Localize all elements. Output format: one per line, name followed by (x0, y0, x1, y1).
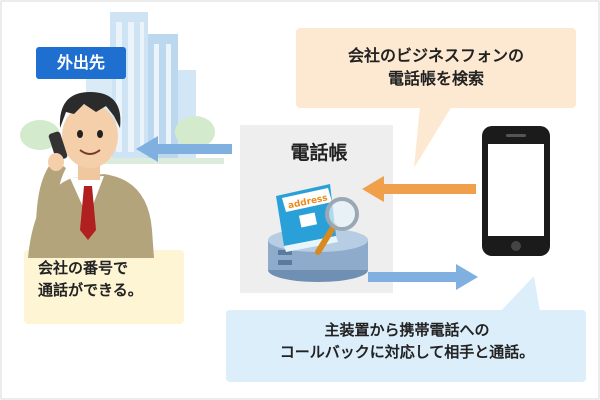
callback-line1: 主装置から携帯電話への (324, 321, 490, 339)
smartphone-icon (482, 126, 550, 256)
outside-badge: 外出先 (36, 47, 126, 79)
search-callout-line2: 電話帳を検索 (387, 69, 484, 89)
callback-callout-text: 主装置から携帯電話への コールバックに対応して相手と通話。 (228, 320, 586, 364)
company-number-line1: 会社の番号で (38, 259, 129, 277)
company-number-callout-text: 会社の番号で 通話ができる。 (24, 258, 198, 302)
search-callout-text: 会社のビジネスフォンの 電話帳を検索 (300, 44, 572, 90)
magnifier-icon (315, 197, 359, 255)
phonebook-label: 電話帳 (290, 142, 348, 164)
arrow-server-to-phone (368, 264, 478, 290)
company-number-line2: 通話ができる。 (38, 280, 143, 299)
arrow-to-businessman (136, 136, 232, 162)
callback-line2: コールバックに対応して相手と通話。 (279, 342, 535, 361)
search-callout-line1: 会社のビジネスフォンの (347, 46, 524, 65)
arrow-phone-to-server (362, 176, 476, 202)
search-callout (296, 28, 576, 168)
businessman-icon (28, 92, 154, 258)
callback-callout (226, 276, 586, 382)
